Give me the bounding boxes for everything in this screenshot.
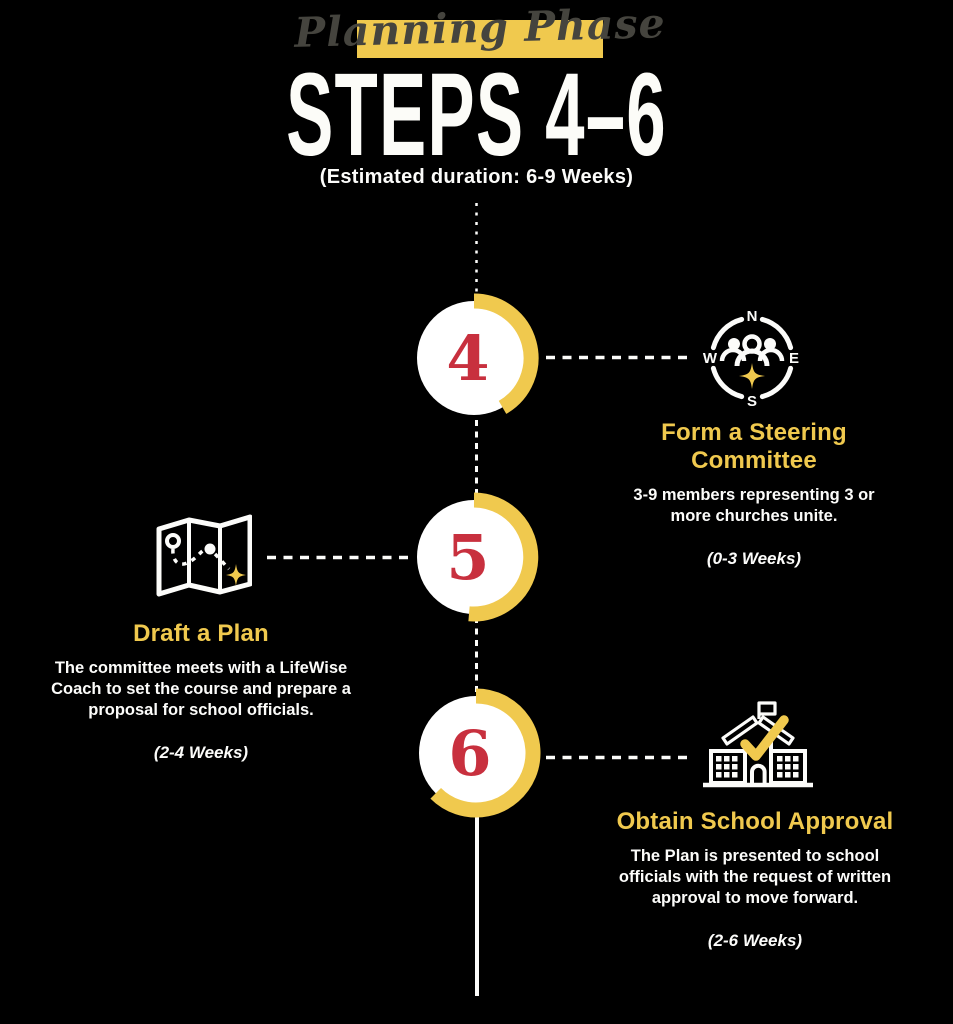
step-4-number: 4 <box>446 321 490 395</box>
committee-member-left <box>728 338 740 350</box>
school-door <box>750 763 767 784</box>
school-roof-left <box>721 715 759 746</box>
description-line: proposal for school officials. <box>88 701 314 720</box>
step-6-title: Obtain School Approval <box>616 808 894 835</box>
step-6-number: 6 <box>448 716 492 790</box>
step-4-title: Form a Steering Committee <box>661 419 847 474</box>
map-waypoint-dot <box>204 543 216 555</box>
step-4-duration: (0-3 Weeks) <box>706 549 802 569</box>
description-line: The committee meets with a LifeWise <box>54 659 348 677</box>
description-line: 3-9 members representing 3 or <box>633 486 875 504</box>
approval-checkmark <box>740 715 789 761</box>
step-4-marker: 4 <box>404 288 544 428</box>
school-flag <box>757 701 777 719</box>
school-building-icon <box>698 697 818 797</box>
step-5-marker: 5 <box>404 487 544 627</box>
estimated-duration-note: (Estimated duration: 6-9 Weeks) <box>319 166 634 188</box>
step-6-circle <box>419 688 541 818</box>
map-start-point <box>165 533 181 549</box>
description-line: The Plan is presented to school <box>630 847 880 865</box>
description-line: Coach to set the course and prepare a <box>51 680 351 699</box>
school-windows <box>716 756 799 778</box>
compass-north-label: N <box>747 308 758 325</box>
school-roof-right <box>757 715 795 746</box>
step-6-marker: 6 <box>406 683 546 823</box>
compass-west-label: W <box>703 350 718 367</box>
step-4-circle <box>417 293 539 415</box>
description-line: approval to move forward. <box>651 889 859 908</box>
step-5-circle <box>417 492 539 622</box>
step-6-text-block: Obtain School Approval The Plan is prese… <box>599 808 911 951</box>
step-4-description: 3-9 members representing 3 or more churc… <box>599 485 909 527</box>
step-6-description: The Plan is presented to school official… <box>599 846 911 909</box>
description-line: more churches unite. <box>670 507 838 526</box>
phase-banner-highlight <box>357 20 603 58</box>
step-5-title: Draft a Plan <box>133 620 269 647</box>
step-5-text-block: Draft a Plan The committee meets with a … <box>45 620 357 763</box>
compass-south-label: S <box>747 393 757 410</box>
step-4-text-block: Form a Steering Committee 3-9 members re… <box>599 419 909 569</box>
step-5-number: 5 <box>446 520 490 594</box>
map-destination-star <box>226 564 246 586</box>
step-6-duration: (2-6 Weeks) <box>707 931 803 951</box>
step-5-description: The committee meets with a LifeWise Coac… <box>45 658 357 721</box>
step-5-duration: (2-4 Weeks) <box>153 743 249 763</box>
committee-member-right <box>764 338 776 350</box>
description-line: officials with the request of written <box>618 868 892 887</box>
compass-star <box>739 363 765 389</box>
compass-people-icon: N E S W <box>697 303 807 418</box>
page-title: STEPS 4–6 <box>286 49 667 181</box>
compass-east-label: E <box>789 350 799 367</box>
folded-map-icon <box>152 512 253 607</box>
